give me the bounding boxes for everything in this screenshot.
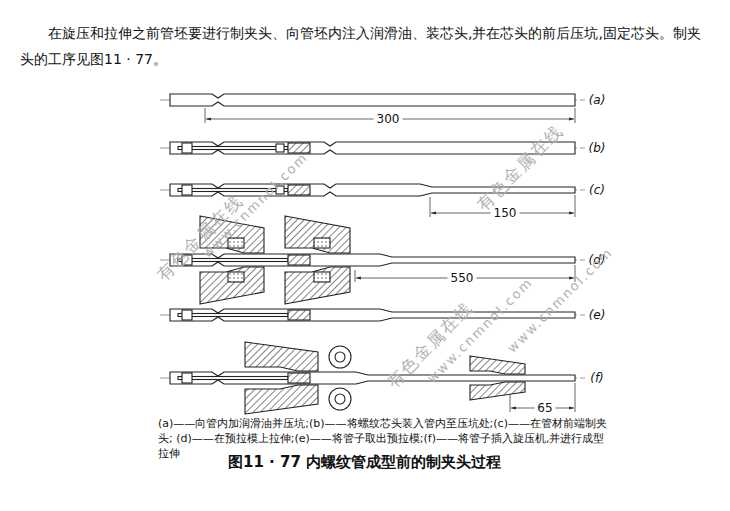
screw-rod — [178, 259, 288, 262]
step-letter: (a) — [589, 94, 606, 106]
threaded-core — [288, 255, 310, 265]
threaded-core — [288, 310, 310, 320]
spinning-die — [245, 385, 318, 414]
dimension-value: 550 — [448, 272, 477, 284]
die-insert — [228, 272, 244, 282]
roller-hub — [335, 352, 345, 362]
nut — [182, 143, 192, 153]
die-insert — [228, 238, 244, 248]
drawing-die — [200, 267, 264, 304]
step-letter: (c) — [589, 184, 605, 196]
intro-paragraph: 在旋压和拉伸之前管坯要进行制夹头、向管坯内注入润滑油、装芯头,并在芯头的前后压坑… — [20, 20, 710, 72]
screw-rod — [178, 314, 288, 317]
tube-blank — [170, 254, 575, 266]
nut — [182, 310, 192, 320]
figure-title: 图11 · 77 内螺纹管成型前的制夹头过程 — [228, 452, 501, 472]
tube-blank — [170, 94, 575, 106]
dimension-value: 150 — [491, 207, 520, 219]
pulling-die — [470, 382, 525, 400]
watermark: 有色金属在线 — [474, 122, 567, 215]
screw-rod — [178, 377, 288, 380]
roller — [329, 346, 351, 368]
tube-blank — [170, 142, 575, 154]
nut — [276, 144, 284, 152]
dimension-value: 65 — [534, 402, 555, 414]
spinning-die — [245, 342, 318, 371]
drawing-die — [285, 216, 350, 253]
nut — [182, 373, 192, 383]
step-letter: (f) — [590, 372, 604, 384]
threaded-core — [288, 373, 310, 383]
step-letter: (e) — [589, 309, 606, 321]
nut — [182, 185, 192, 195]
pulling-die — [470, 356, 525, 374]
screw-rod — [178, 147, 288, 150]
roller — [329, 388, 351, 410]
tube-blank — [170, 309, 575, 321]
roller-hub — [335, 394, 345, 404]
dimension-value: 300 — [374, 113, 403, 125]
die-insert — [314, 238, 330, 248]
tube-rows — [160, 94, 585, 414]
step-letter: (b) — [589, 142, 606, 154]
drawing-die — [285, 267, 350, 304]
threaded-core — [288, 185, 310, 195]
die-insert — [314, 272, 330, 282]
